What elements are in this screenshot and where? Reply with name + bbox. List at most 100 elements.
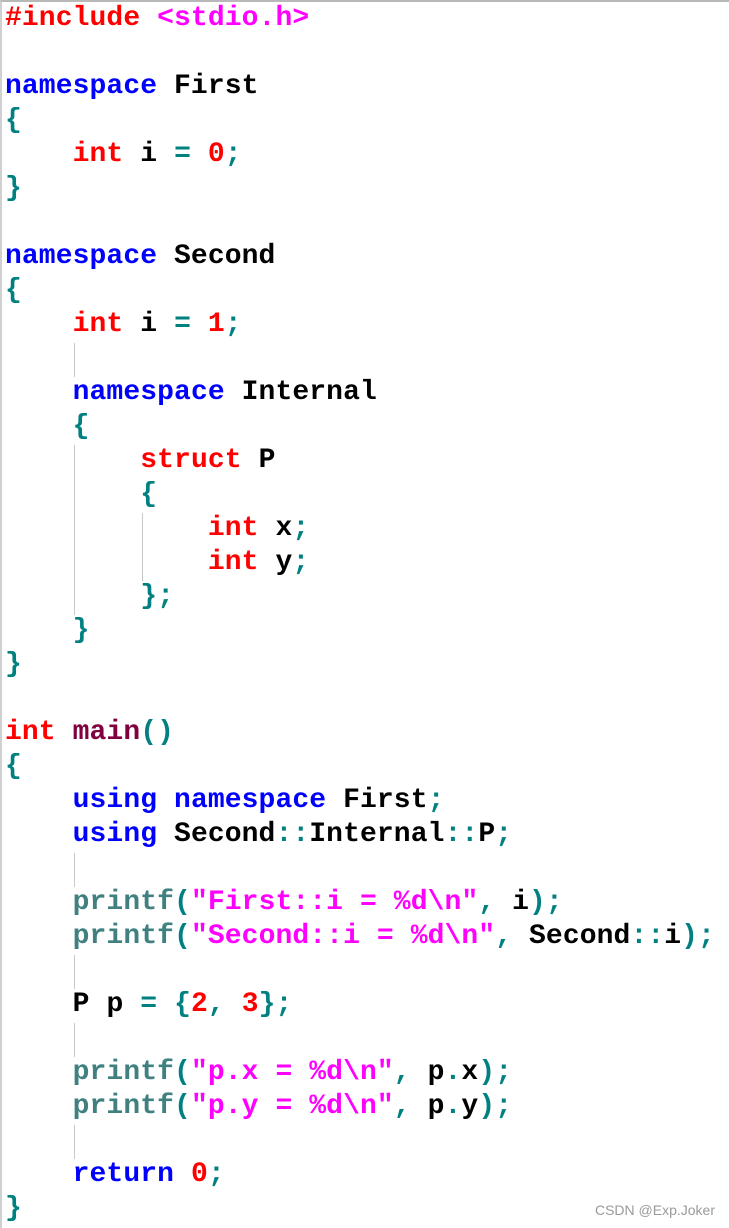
code-token: ;	[224, 139, 242, 170]
indent-guide	[142, 513, 143, 581]
code-line: }	[5, 172, 715, 206]
code-token	[5, 887, 73, 918]
code-token: );	[529, 887, 563, 918]
code-token: "First::i = %d\n"	[190, 887, 479, 918]
code-token: {	[72, 411, 90, 442]
code-token: Second	[174, 241, 276, 272]
code-token: {	[174, 989, 191, 1020]
code-token: 1	[207, 309, 225, 340]
code-token: Internal	[309, 819, 445, 850]
code-token: (	[174, 1091, 191, 1122]
code-token: ()	[140, 717, 175, 748]
code-token: i	[664, 921, 682, 952]
code-token: {	[5, 275, 22, 306]
code-line: {	[5, 410, 715, 444]
code-token: "p.x = %d\n"	[190, 1057, 394, 1088]
code-token	[5, 819, 73, 850]
code-line: }	[5, 648, 715, 682]
code-line: {	[5, 274, 715, 308]
code-token	[5, 309, 73, 340]
code-token: (	[174, 1057, 191, 1088]
code-token: namespace	[174, 785, 344, 816]
code-token: p	[106, 989, 141, 1020]
code-line: printf("p.x = %d\n", p.x);	[5, 1056, 715, 1090]
code-token: };	[258, 989, 293, 1020]
code-token	[5, 921, 73, 952]
code-line: int y;	[5, 546, 715, 580]
code-token: y	[461, 1091, 479, 1122]
code-token: p	[427, 1057, 445, 1088]
code-token: ;	[292, 547, 310, 578]
code-token: "p.y = %d\n"	[190, 1091, 394, 1122]
code-token: namespace	[72, 377, 242, 408]
code-token: struct	[140, 445, 259, 476]
code-token: int	[207, 547, 276, 578]
code-token: (	[174, 887, 191, 918]
code-line: {	[5, 478, 715, 512]
code-line: }	[5, 1192, 715, 1226]
code-token: ,	[478, 887, 513, 918]
code-token: ;	[292, 513, 310, 544]
code-token: ,	[207, 989, 242, 1020]
code-token: y	[275, 547, 293, 578]
code-line	[5, 852, 715, 886]
code-line	[5, 1124, 715, 1158]
code-token	[5, 377, 73, 408]
code-line: }	[5, 614, 715, 648]
code-token: =	[174, 309, 208, 340]
code-line	[5, 206, 715, 240]
code-token: printf	[72, 1091, 175, 1122]
code-token: {	[140, 479, 158, 510]
code-line: namespace Second	[5, 240, 715, 274]
code-token: ,	[393, 1091, 428, 1122]
code-token: }	[5, 1193, 22, 1224]
code-token: );	[478, 1057, 513, 1088]
code-token: First	[174, 71, 259, 102]
code-token: i	[512, 887, 530, 918]
code-line: struct P	[5, 444, 715, 478]
code-token: P	[258, 445, 276, 476]
code-line: int main()	[5, 716, 715, 750]
code-token: };	[140, 581, 175, 612]
code-token: namespace	[5, 71, 175, 102]
code-token: x	[461, 1057, 479, 1088]
code-token: =	[140, 989, 175, 1020]
code-token: i	[140, 139, 175, 170]
code-line	[5, 1022, 715, 1056]
code-line: int i = 0;	[5, 138, 715, 172]
code-token: int	[72, 139, 141, 170]
code-token: int	[207, 513, 276, 544]
code-token: 3	[241, 989, 259, 1020]
code-line: {	[5, 750, 715, 784]
code-token: );	[478, 1091, 513, 1122]
code-token: Internal	[241, 377, 377, 408]
code-token	[5, 1057, 73, 1088]
code-line: int x;	[5, 512, 715, 546]
code-token	[5, 1159, 73, 1190]
code-token: ;	[427, 785, 445, 816]
indent-guide	[74, 1125, 75, 1159]
code-token: i	[140, 309, 175, 340]
code-token: =	[174, 139, 208, 170]
code-text[interactable]: #include <stdio.h>namespace First{ int i…	[5, 2, 715, 1226]
code-token: x	[275, 513, 293, 544]
code-token	[5, 615, 73, 646]
code-token: First	[343, 785, 428, 816]
code-token: #include	[5, 3, 158, 34]
code-token: (	[174, 921, 191, 952]
code-line: {	[5, 104, 715, 138]
code-token: 0	[207, 139, 225, 170]
code-token: Second	[529, 921, 631, 952]
indent-guide	[74, 343, 75, 377]
code-token: }	[5, 649, 22, 680]
code-token: }	[72, 615, 90, 646]
code-line: printf("p.y = %d\n", p.y);	[5, 1090, 715, 1124]
indent-guide	[74, 445, 75, 615]
code-token: 2	[190, 989, 208, 1020]
code-token: ,	[393, 1057, 428, 1088]
code-token: "Second::i = %d\n"	[190, 921, 496, 952]
code-token: .	[444, 1091, 462, 1122]
code-token: ::	[275, 819, 310, 850]
code-token	[5, 139, 73, 170]
